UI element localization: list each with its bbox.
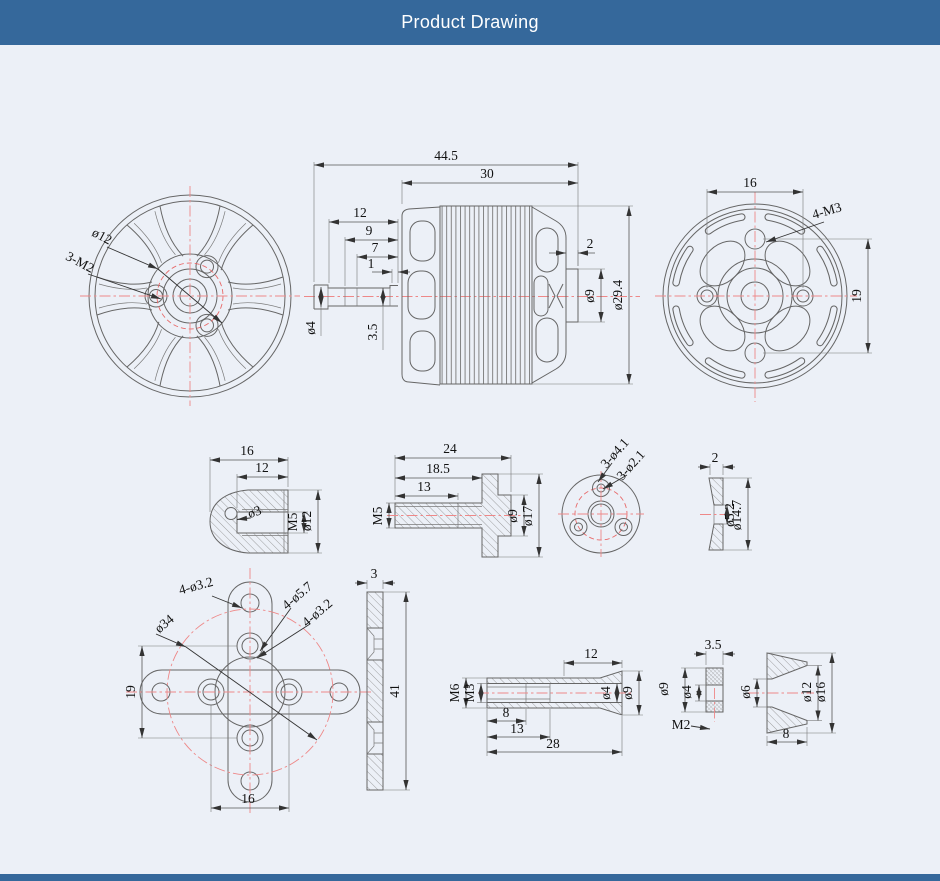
mount-plate-side-view: 3 41 bbox=[355, 566, 410, 791]
dim-collet-l13: 13 bbox=[510, 721, 524, 736]
dim-plate-thick: 3 bbox=[371, 566, 378, 581]
dim-washer-thick: 2 bbox=[712, 450, 719, 465]
dim-rear-span-v: 19 bbox=[849, 289, 864, 303]
cone-adapter-view: ø6 ø12 ø16 8 bbox=[738, 652, 836, 746]
dim-nut-dia: ø12 bbox=[299, 511, 314, 531]
dim-cone-outer: ø16 bbox=[813, 682, 828, 703]
prop-adapter-view: 24 18.5 13 M5 ø9 ø17 bbox=[370, 441, 543, 558]
dim-shaft-dia: ø4 bbox=[303, 321, 318, 335]
dim-cnut-w: 3.5 bbox=[705, 637, 722, 652]
label-nut-hole: ø3 bbox=[246, 502, 264, 521]
dim-body-dia: ø29.4 bbox=[610, 280, 625, 311]
label-mount-holes-b: 4-ø5.7 bbox=[279, 578, 316, 612]
label-rear-mount-holes: 4-M3 bbox=[810, 199, 843, 222]
dim-shaft-7: 7 bbox=[372, 240, 379, 255]
dim-washer-bore: ø5.2 bbox=[722, 503, 737, 527]
dim-shaft-12: 12 bbox=[353, 205, 367, 220]
dim-shaft-1: 1 bbox=[368, 256, 375, 271]
dim-nut-thread: M5 bbox=[285, 512, 300, 531]
dim-adapter-boss-dia: ø9 bbox=[505, 509, 520, 523]
washer-side-view: 2 ø5.2 ø14.7 bbox=[698, 450, 752, 551]
prop-nut-view: 16 12 ø3 M5 ø12 bbox=[209, 443, 322, 554]
dim-cone-bore: ø6 bbox=[738, 685, 753, 699]
dim-shaft-9: 9 bbox=[366, 223, 373, 238]
cross-mount-view: 19 16 4-ø3.2 ø34 4-ø5.7 4-ø3.2 bbox=[123, 568, 374, 816]
dim-cone-inner: ø12 bbox=[799, 682, 814, 702]
dim-collet-l28: 28 bbox=[546, 736, 560, 751]
dim-adapter-len: 24 bbox=[443, 441, 457, 456]
dim-adapter-len2: 18.5 bbox=[426, 461, 450, 476]
label-mount-circle: ø34 bbox=[152, 611, 177, 636]
dim-cnut-dia: ø9 bbox=[656, 682, 671, 696]
label-mount-holes-c: 4-ø3.2 bbox=[299, 596, 335, 630]
dim-mount-span-v: 19 bbox=[123, 685, 138, 699]
motor-front-view: ø12 3-M2 bbox=[63, 186, 300, 406]
dim-adapter-thread-len: 13 bbox=[417, 479, 431, 494]
dim-plate-len: 41 bbox=[387, 684, 402, 698]
motor-rear-view: 16 19 4-M3 bbox=[655, 175, 872, 402]
label-cnut-thread: M2 bbox=[672, 717, 691, 732]
dim-cnut-bore: ø4 bbox=[679, 685, 694, 699]
dim-shaft-flat: 3.5 bbox=[365, 323, 380, 340]
motor-side-view: 44.5 30 12 9 7 1 2 bbox=[303, 148, 640, 386]
dim-nut-inner-len: 12 bbox=[255, 460, 269, 475]
dim-washer-dia: ø14.7 bbox=[729, 500, 744, 531]
washer-front-view: 3-ø4.1 3-ø2.1 bbox=[558, 435, 648, 557]
collet-view: 12 M6 M3 ø4 ø9 8 13 28 bbox=[447, 646, 643, 756]
dim-rear-span-h: 16 bbox=[743, 175, 757, 190]
dim-adapter-thread: M5 bbox=[370, 506, 385, 525]
dim-boss-length: 2 bbox=[587, 236, 594, 251]
dim-overall-length: 44.5 bbox=[434, 148, 458, 163]
header-bar: Product Drawing bbox=[0, 0, 940, 45]
dim-collet-bore: ø4 bbox=[598, 686, 613, 700]
dim-nut-len: 16 bbox=[240, 443, 254, 458]
dim-collet-out-thread: M6 bbox=[447, 683, 462, 702]
label-front-mount-holes: 3-M2 bbox=[63, 248, 97, 275]
collet-nut-view: 3.5 ø9 ø4 M2 bbox=[656, 637, 735, 732]
dim-collet-dia: ø9 bbox=[620, 686, 635, 700]
dim-cone-len: 8 bbox=[783, 726, 790, 741]
product-drawing-canvas: ø12 3-M2 bbox=[63, 148, 872, 816]
footer-bar bbox=[0, 874, 940, 881]
dim-collet-in-thread: M3 bbox=[462, 683, 477, 702]
dim-collet-taper: 12 bbox=[584, 646, 598, 661]
label-mount-holes-a: 4-ø3.2 bbox=[177, 574, 215, 598]
page-title: Product Drawing bbox=[401, 12, 539, 32]
dim-collet-l8: 8 bbox=[503, 705, 510, 720]
dim-mount-span-h: 16 bbox=[241, 791, 255, 806]
dim-boss-dia: ø9 bbox=[582, 289, 597, 303]
dim-adapter-flange-dia: ø17 bbox=[520, 506, 535, 527]
dim-body-length: 30 bbox=[480, 166, 494, 181]
